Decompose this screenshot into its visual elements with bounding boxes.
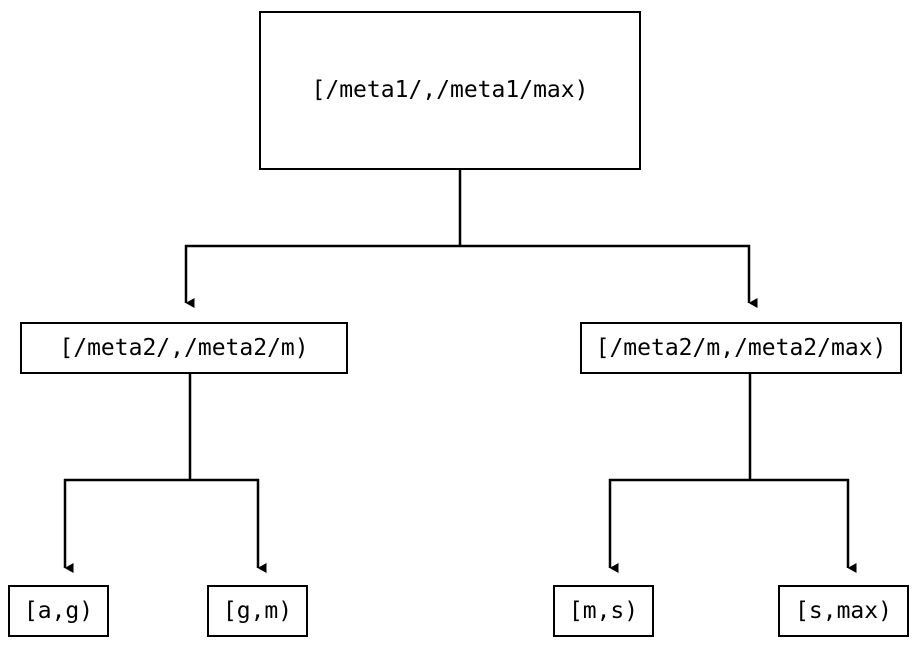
node-leaf-1[interactable]: [a,g): [8, 585, 109, 637]
node-mid-left-label: [/meta2/,/meta2/m): [59, 334, 309, 361]
node-leaf-4-label: [s,max): [795, 597, 892, 624]
node-leaf-3-label: [m,s): [568, 597, 639, 624]
node-leaf-2-label: [g,m): [222, 597, 293, 624]
node-leaf-1-label: [a,g): [23, 597, 94, 624]
node-leaf-2[interactable]: [g,m): [207, 585, 308, 637]
node-root[interactable]: [/meta1/,/meta1/max): [259, 11, 641, 170]
node-leaf-3[interactable]: [m,s): [553, 585, 654, 637]
node-mid-right[interactable]: [/meta2/m,/meta2/max): [580, 322, 902, 374]
node-mid-left[interactable]: [/meta2/,/meta2/m): [20, 322, 348, 374]
node-root-label: [/meta1/,/meta1/max): [311, 77, 589, 103]
node-leaf-4[interactable]: [s,max): [778, 585, 909, 637]
node-mid-right-label: [/meta2/m,/meta2/max): [595, 334, 887, 361]
